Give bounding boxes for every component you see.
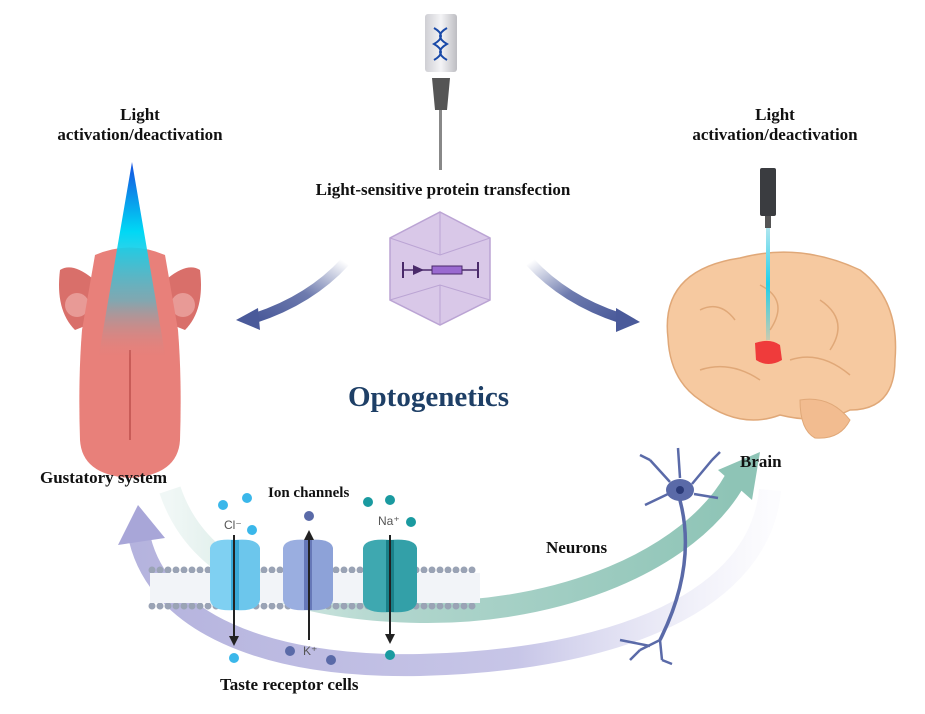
gustatory-system-label: Gustatory system xyxy=(40,468,168,487)
light-label-left-line1: Light xyxy=(120,105,160,124)
lipid-head xyxy=(340,566,348,574)
lipid-head xyxy=(340,602,348,610)
brain-label: Brain xyxy=(740,452,782,471)
lipid-head xyxy=(196,566,204,574)
lipid-head xyxy=(156,566,164,574)
return-arrow-lavender xyxy=(118,488,781,677)
lipid-head xyxy=(428,566,436,574)
dna-syringe-icon xyxy=(425,14,457,170)
light-label-left-line2: activation/deactivation xyxy=(57,125,223,145)
lipid-head xyxy=(180,602,188,610)
lipid-head xyxy=(460,602,468,610)
lipid-head xyxy=(428,602,436,610)
transfection-label: Light-sensitive protein transfection xyxy=(315,180,571,199)
lipid-head xyxy=(356,602,364,610)
lipid-head xyxy=(148,566,156,574)
lipid-head xyxy=(164,602,172,610)
lipid-head xyxy=(436,566,444,574)
neurons-label: Neurons xyxy=(546,538,608,557)
lipid-head xyxy=(148,602,156,610)
lipid-head xyxy=(436,602,444,610)
ion-channels-label: Ion channels xyxy=(268,485,350,501)
light-label-right-line2: activation/deactivation xyxy=(692,125,858,145)
light-label-right-line1: Light xyxy=(755,105,795,124)
light-cone-tongue xyxy=(98,162,166,360)
arrow-to-tongue xyxy=(236,258,349,330)
ion-dots xyxy=(218,493,416,665)
ion-label-cl: Cl⁻ xyxy=(224,518,242,532)
lipid-head xyxy=(420,602,428,610)
arrow-to-brain xyxy=(526,258,640,332)
lipid-head xyxy=(420,566,428,574)
lipid-head xyxy=(196,602,204,610)
lipid-head xyxy=(156,602,164,610)
lipid-head xyxy=(444,566,452,574)
lipid-head xyxy=(164,566,172,574)
lipid-head xyxy=(276,602,284,610)
light-label-right: Light activation/deactivation xyxy=(645,105,905,146)
lipid-head xyxy=(356,566,364,574)
flux-arrow-na-in xyxy=(385,535,395,644)
lipid-head xyxy=(188,602,196,610)
lipid-head xyxy=(444,602,452,610)
lipid-head xyxy=(468,602,476,610)
diagram-title: Optogenetics xyxy=(348,381,510,413)
optical-fiber-probe-icon xyxy=(760,168,776,340)
taste-receptor-cells-label: Taste receptor cells xyxy=(220,675,359,694)
flux-arrow-cl-in xyxy=(229,535,239,646)
lipid-head xyxy=(188,566,196,574)
lipid-head xyxy=(268,602,276,610)
lipid-head xyxy=(172,566,180,574)
lipid-head xyxy=(332,566,340,574)
lipid-head xyxy=(452,602,460,610)
lipid-head xyxy=(180,566,188,574)
ion-label-na: Na⁺ xyxy=(378,514,400,528)
lipid-head xyxy=(204,566,212,574)
lipid-head xyxy=(276,566,284,574)
lipid-head xyxy=(260,566,268,574)
flux-arrow-k-out xyxy=(304,530,314,640)
neuron-icon xyxy=(619,447,721,666)
light-label-left: Light activation/deactivation xyxy=(10,105,270,146)
lipid-head xyxy=(348,566,356,574)
lipid-head xyxy=(268,566,276,574)
lipid-head xyxy=(348,602,356,610)
lipid-head xyxy=(204,602,212,610)
virus-capsid-icon xyxy=(389,211,491,326)
lipid-head xyxy=(452,566,460,574)
lipid-head xyxy=(260,602,268,610)
brain-icon xyxy=(666,251,897,439)
ion-label-k: K⁺ xyxy=(303,644,318,658)
lipid-head xyxy=(460,566,468,574)
lipid-head xyxy=(468,566,476,574)
lipid-head xyxy=(172,602,180,610)
lipid-head xyxy=(332,602,340,610)
